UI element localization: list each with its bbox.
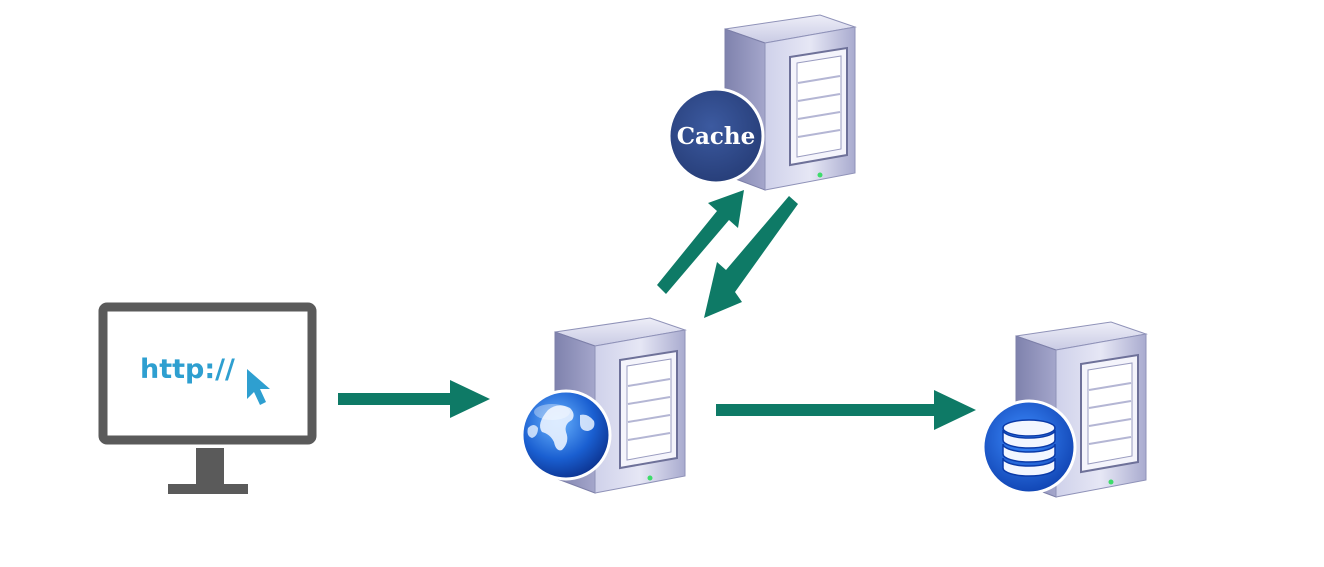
- monitor-neck: [196, 448, 224, 486]
- cache-badge: Cache: [667, 87, 765, 185]
- client-monitor-icon: http://: [98, 302, 317, 494]
- arrow-cache-to-web: [704, 196, 798, 318]
- database-icon: [981, 399, 1077, 495]
- monitor-screen: [98, 302, 317, 445]
- cache-label: Cache: [677, 123, 756, 150]
- arrow-client-to-web: [338, 380, 490, 418]
- arrow-web-to-cache: [657, 190, 744, 294]
- globe-icon: [520, 389, 612, 481]
- url-text: http://: [140, 354, 235, 385]
- monitor-base: [168, 484, 248, 494]
- arrow-web-to-database: [716, 390, 976, 430]
- cursor-arrow-icon: [247, 369, 270, 405]
